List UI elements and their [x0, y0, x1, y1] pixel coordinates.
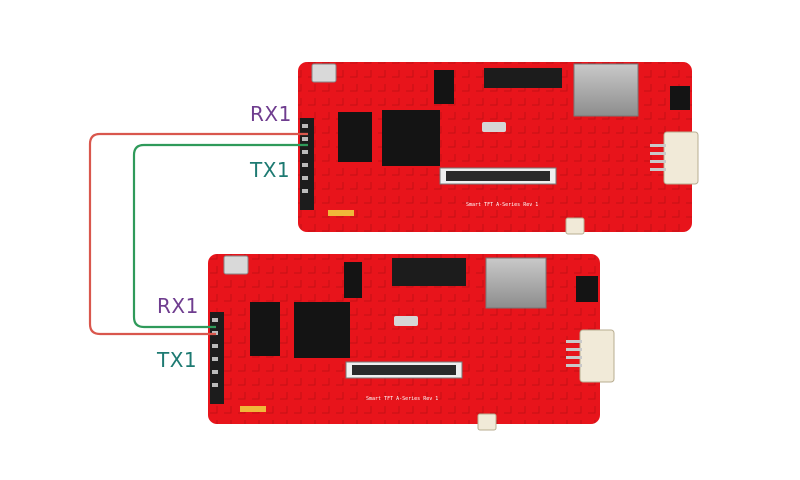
bottom-board: Smart TFT A-Series Rev 1: [208, 254, 615, 431]
sd-card-slot: [573, 63, 639, 117]
processor-chip: [294, 302, 350, 358]
crystal: [482, 122, 506, 132]
pin-header-top: [392, 258, 466, 286]
usb-connector: [223, 255, 249, 275]
tx1-label-bottom: TX1: [157, 348, 198, 372]
tx1-label-top: TX1: [250, 158, 291, 182]
pin-header-left: [210, 312, 224, 404]
ic-chip: [344, 262, 362, 298]
wire-green: [132, 143, 308, 329]
gold-pads: [328, 210, 354, 216]
memory-chip: [338, 112, 372, 162]
gold-pads: [240, 406, 266, 412]
regulator-chip: [576, 276, 598, 302]
side-connector: [477, 413, 497, 431]
jst-connector: [650, 131, 699, 185]
processor-chip: [382, 110, 440, 166]
top-board: Smart TFT A-Series Rev 1: [298, 62, 699, 235]
rx1-label-bottom: RX1: [157, 294, 199, 318]
usb-connector: [311, 63, 337, 83]
crystal: [394, 316, 418, 326]
board-silkscreen: Smart TFT A-Series Rev 1: [366, 396, 438, 402]
sd-card-slot: [485, 257, 547, 309]
pin-header-left: [300, 118, 314, 210]
pin-header-top: [484, 68, 562, 88]
jst-connector: [566, 329, 615, 383]
wire-red: [88, 132, 308, 336]
memory-chip: [250, 302, 280, 356]
ic-chip: [434, 70, 454, 104]
regulator-chip: [670, 86, 690, 110]
rx1-label-top: RX1: [250, 102, 292, 126]
board-silkscreen: Smart TFT A-Series Rev 1: [466, 202, 538, 208]
side-connector: [565, 217, 585, 235]
